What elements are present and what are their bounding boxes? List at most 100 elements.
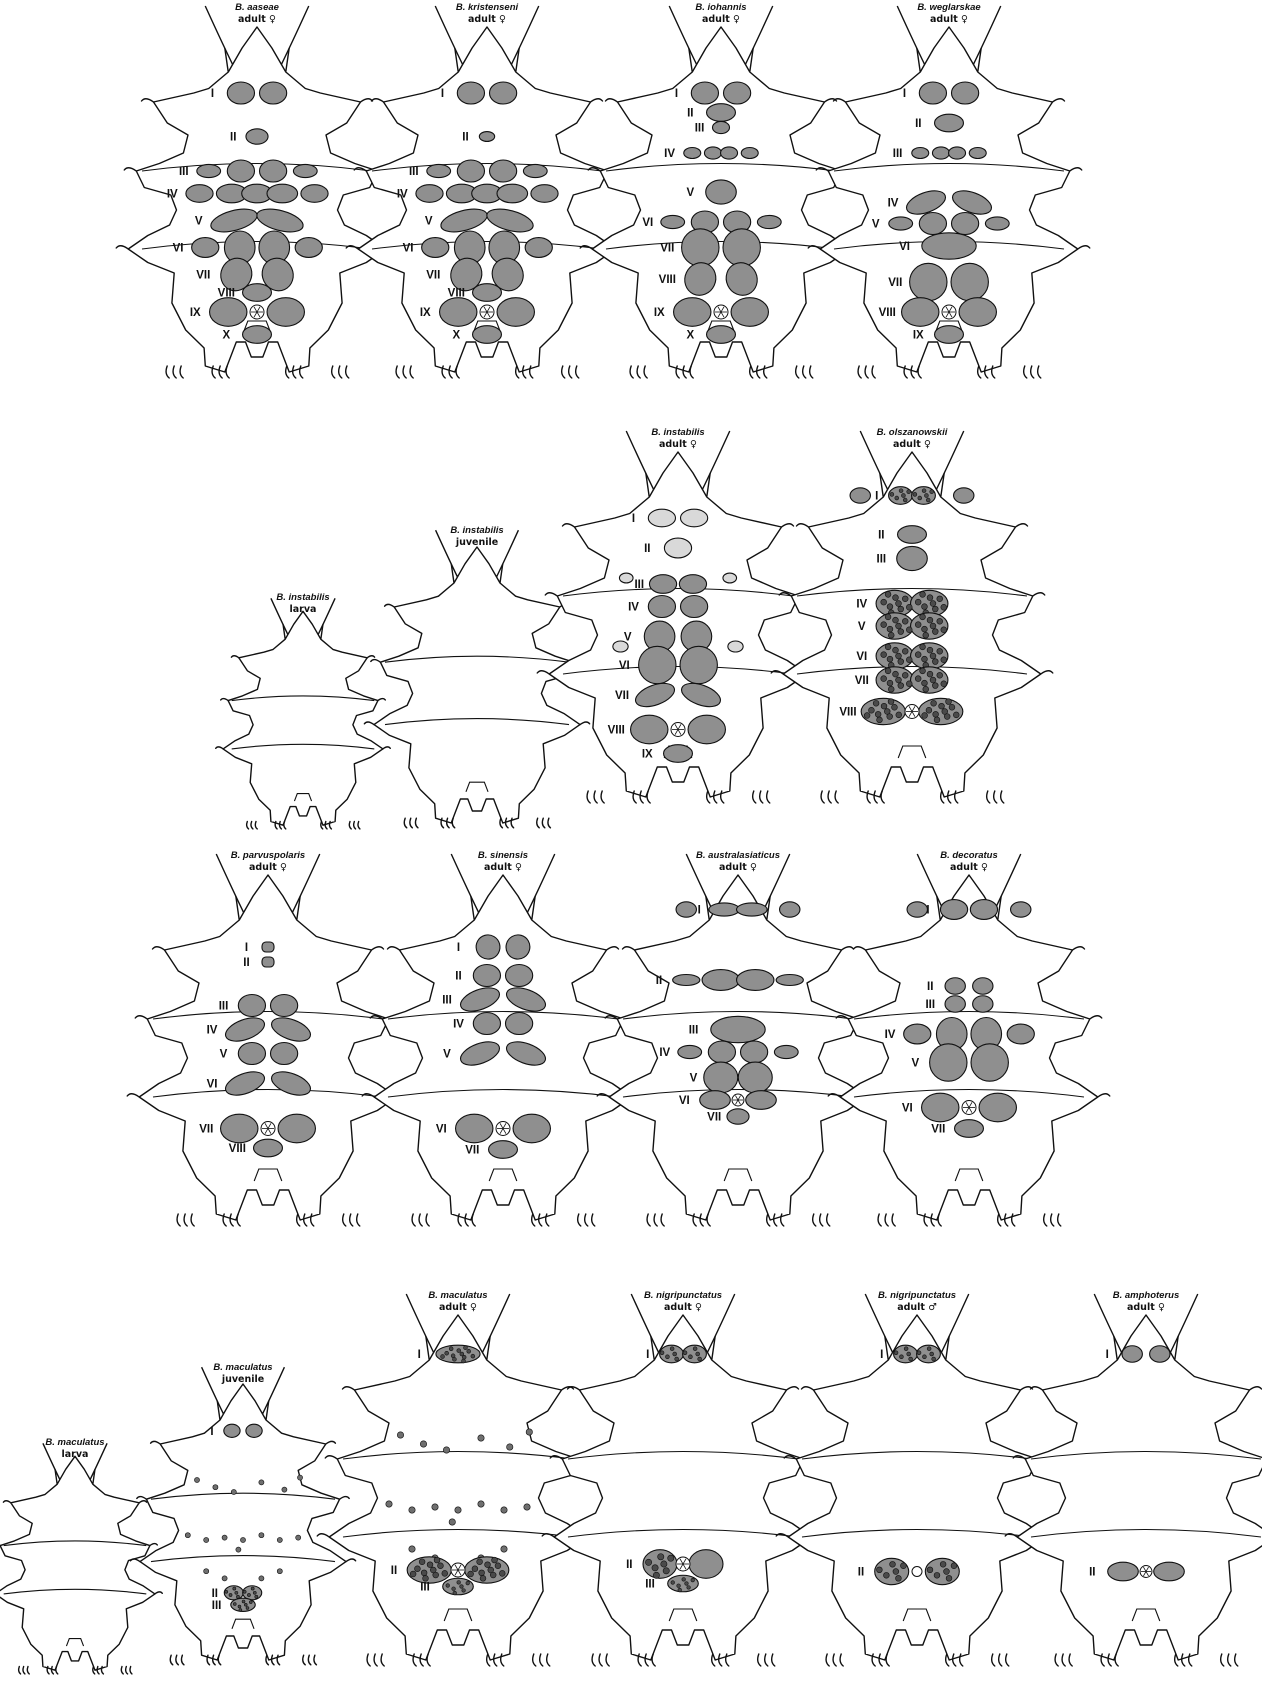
plate [737, 903, 768, 916]
plate-label: V [195, 216, 203, 228]
plate [940, 900, 967, 920]
plate-label: V [686, 187, 694, 199]
plate-label: II [230, 132, 236, 144]
specimen-name: B. nigripunctatus [644, 1290, 722, 1301]
cirrus [524, 854, 555, 920]
plate [691, 82, 718, 104]
plate [490, 82, 517, 104]
plate [505, 1013, 532, 1035]
plate-granule [920, 592, 926, 598]
plate [221, 1114, 258, 1143]
pigment-spot [478, 1501, 484, 1507]
hind-claw [881, 791, 884, 803]
plate-granule [907, 490, 911, 494]
leg-claw [361, 99, 373, 102]
plate [728, 641, 743, 652]
plate [479, 132, 494, 142]
plate-label: I [457, 942, 460, 954]
hind-claw [218, 1655, 221, 1665]
plate-granule [892, 704, 898, 710]
hind-claw [184, 1214, 187, 1226]
plate [676, 902, 696, 917]
plate-label: IX [654, 307, 665, 319]
hind-claw [661, 1214, 664, 1226]
hind-claw [1044, 1214, 1047, 1226]
plate-granule [898, 683, 904, 689]
plate [973, 978, 993, 995]
plate-granule [658, 1554, 664, 1560]
specimen-maculatus_adult: B. maculatusadult ♀IIIIII [317, 1290, 599, 1666]
plate-granule [930, 653, 936, 659]
plate-granule [896, 677, 902, 683]
plate-granule [877, 717, 883, 723]
plate [704, 147, 721, 159]
plate-granule [917, 1351, 921, 1355]
plate [904, 1024, 931, 1044]
plate-label: V [911, 1058, 919, 1070]
plate [407, 1557, 451, 1583]
hind-claw [284, 821, 286, 828]
plate-granule [944, 1569, 950, 1575]
specimen-olszanowskii: B. olszanowskiiadult ♀IIIIIIIVVVIVIIVIII [771, 427, 1053, 803]
leg-claw [1250, 1387, 1262, 1390]
plate-granule [930, 623, 936, 629]
leg-claw [372, 99, 384, 102]
hind-claw [396, 366, 399, 378]
leg-claw [607, 947, 619, 950]
pigment-spot [222, 1535, 227, 1540]
plate [952, 213, 979, 235]
plate-granule [932, 659, 938, 665]
specimen-stage: adult ♀ [702, 14, 740, 25]
plate-label: IX [913, 330, 924, 342]
plate-granule [471, 1354, 475, 1358]
plate [757, 215, 781, 228]
leg-claw [591, 99, 603, 102]
plate-granule [249, 1601, 252, 1604]
hind-claw [758, 1654, 761, 1666]
plate [267, 298, 304, 327]
pigment-spot [449, 1519, 455, 1525]
plate [945, 996, 965, 1013]
plate [711, 1016, 765, 1042]
plate-granule [675, 1357, 679, 1361]
cirrus [216, 854, 247, 920]
pigment-spot [397, 1432, 403, 1438]
hind-claw [419, 1214, 422, 1226]
plate-label: IV [659, 1047, 670, 1059]
specimen-name: B. olszanowskii [877, 427, 948, 438]
plate-label: VIII [659, 274, 676, 286]
hind-claw [630, 366, 633, 378]
plate [619, 573, 633, 583]
plate-label: VII [615, 690, 629, 702]
plate [935, 114, 964, 132]
plate-granule [890, 492, 894, 496]
plate-granule [243, 1590, 246, 1593]
plate-granule [661, 1561, 667, 1567]
leg-claw [317, 1534, 329, 1537]
plate-granule [915, 599, 921, 605]
pigment-spot [222, 1576, 227, 1581]
plate-label: II [212, 1588, 218, 1600]
plate [945, 978, 965, 995]
specimen-name: B. weglarskae [917, 2, 981, 13]
pigment-spot [501, 1507, 507, 1513]
body-outline [609, 875, 867, 1220]
plate-label: IV [628, 602, 639, 614]
leg-claw [383, 747, 390, 749]
hind-claw [585, 1214, 588, 1226]
hind-claw [827, 1214, 830, 1226]
plate-label: IV [167, 189, 178, 201]
plate-label: I [210, 1426, 213, 1438]
plate-label: I [880, 1349, 883, 1361]
hind-claw [767, 791, 770, 803]
plate-label: VI [403, 243, 414, 255]
plate [689, 1550, 723, 1579]
plate-granule [937, 596, 943, 602]
plate [951, 263, 988, 300]
plate-granule [937, 672, 943, 678]
specimen-name: B. decoratus [940, 850, 998, 861]
hind-claw [308, 1655, 311, 1665]
plate-granule [927, 1347, 931, 1351]
hind-claw [415, 818, 418, 828]
